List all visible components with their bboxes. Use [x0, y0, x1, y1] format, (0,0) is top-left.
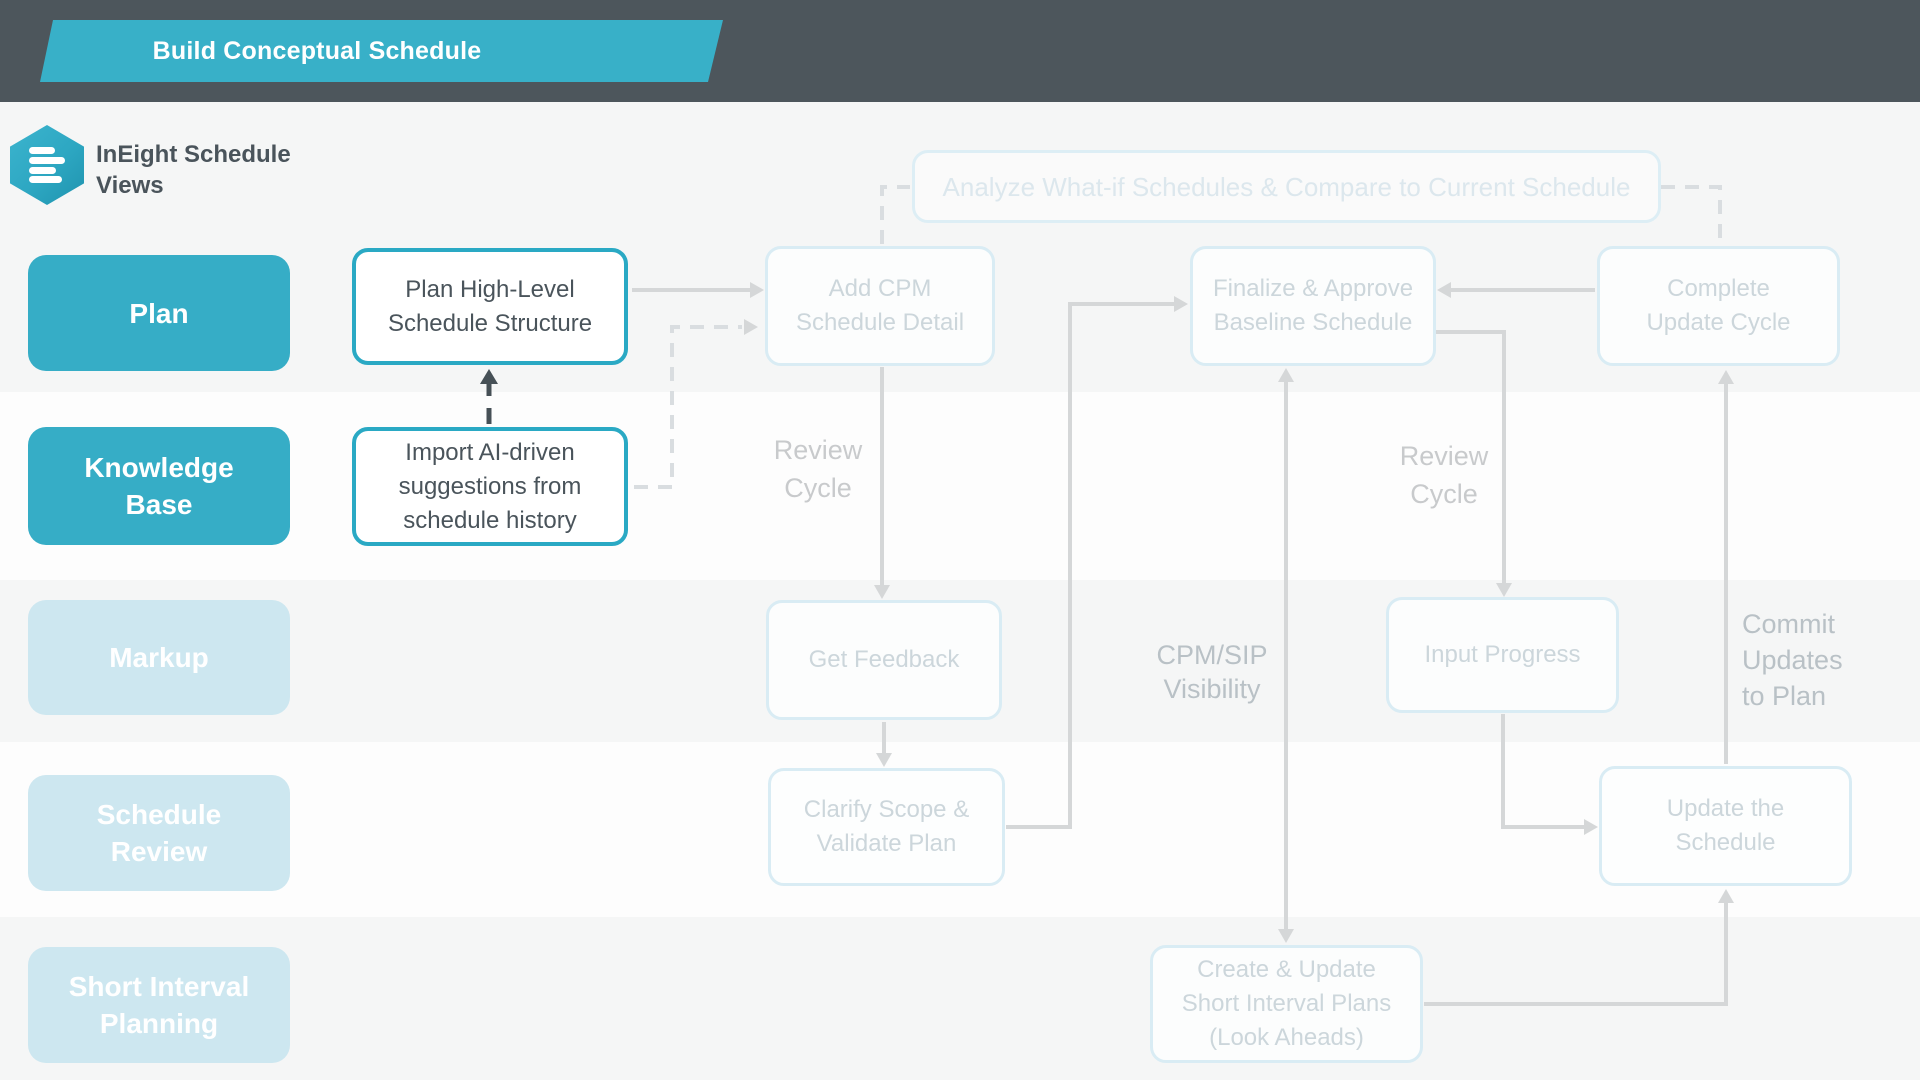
node-complete-update-cycle[interactable]: Complete Update Cycle	[1597, 246, 1840, 366]
label-review-cycle-right: Review Cycle	[1399, 441, 1489, 509]
lane-button-markup[interactable]: Markup	[28, 600, 290, 715]
node-input-progress[interactable]: Input Progress	[1386, 597, 1619, 713]
lane-button-plan[interactable]: Plan	[28, 255, 290, 371]
lane-band-knowledge-base	[0, 392, 1920, 580]
node-update-the-schedule[interactable]: Update the Schedule	[1599, 766, 1852, 886]
node-analyze-what-if-schedules[interactable]: Analyze What-if Schedules & Compare to C…	[912, 150, 1661, 223]
node-import-ai-suggestions[interactable]: Import AI-driven suggestions from schedu…	[352, 427, 628, 546]
node-plan-high-level-structure[interactable]: Plan High-Level Schedule Structure	[352, 248, 628, 365]
label-review-cycle-left: Review Cycle	[773, 435, 863, 503]
node-add-cpm-schedule-detail[interactable]: Add CPM Schedule Detail	[765, 246, 995, 366]
header-bar: Build Conceptual Schedule	[0, 0, 1920, 102]
page-title: Build Conceptual Schedule	[152, 36, 482, 65]
title-banner: Build Conceptual Schedule	[40, 20, 723, 82]
logo-title: InEight Schedule Views	[96, 141, 291, 199]
lane-button-knowledge-base[interactable]: Knowledge Base	[28, 427, 290, 545]
logo-bar-icon	[29, 167, 56, 174]
node-finalize-approve-baseline[interactable]: Finalize & Approve Baseline Schedule	[1190, 246, 1436, 366]
lane-button-schedule-review[interactable]: Schedule Review	[28, 775, 290, 891]
label-cpm-sip-visibility: CPM/SIP Visibility	[1156, 640, 1268, 704]
label-commit-updates-to-plan: Commit Updates to Plan	[1742, 609, 1843, 711]
node-clarify-scope-validate-plan[interactable]: Clarify Scope & Validate Plan	[768, 768, 1005, 886]
node-create-update-short-interval[interactable]: Create & Update Short Interval Plans (Lo…	[1150, 945, 1423, 1063]
logo-bar-icon	[29, 176, 62, 183]
logo-bar-icon	[29, 157, 65, 164]
node-get-feedback[interactable]: Get Feedback	[766, 600, 1002, 720]
lane-button-short-interval-planning[interactable]: Short Interval Planning	[28, 947, 290, 1063]
logo-bar-icon	[29, 147, 55, 154]
